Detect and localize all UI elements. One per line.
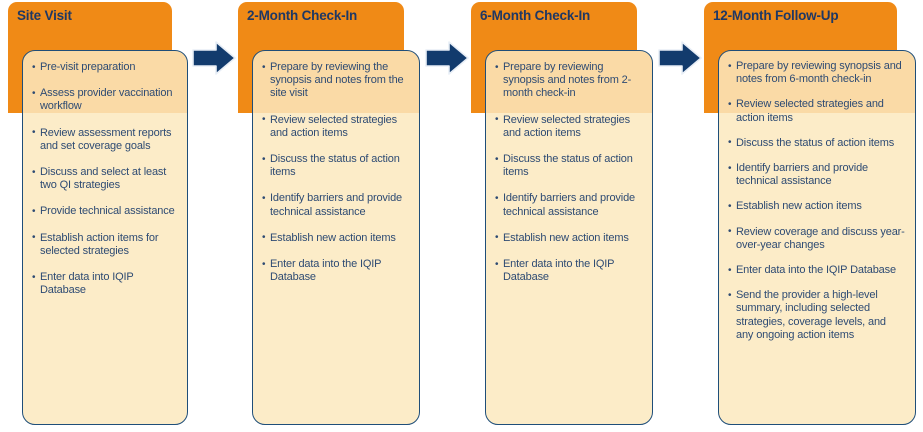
stage-title: Site Visit — [17, 8, 72, 23]
stage-title: 6-Month Check-In — [480, 8, 591, 23]
list-item: Enter data into the IQIP Database — [728, 264, 906, 277]
list-item: Review assessment reports and set covera… — [32, 126, 178, 153]
stage-bullet-list: Pre-visit preparation Assess provider va… — [32, 60, 178, 297]
stage-title: 12-Month Follow-Up — [713, 8, 839, 23]
list-item: Review selected strategies and action it… — [728, 98, 906, 124]
list-item: Enter data into IQIP Database — [32, 271, 178, 297]
stage-12-month-follow-up: 12-Month Follow-Up Prepare by reviewing … — [704, 0, 916, 432]
list-item: Identify barriers and provide technical … — [728, 162, 906, 188]
list-item: Identify barriers and provide technical … — [262, 192, 410, 218]
arrow-right-icon — [425, 41, 469, 75]
list-item: Prepare by reviewing synopsis and notes … — [495, 61, 643, 101]
stage-title: 2-Month Check-In — [247, 8, 358, 23]
list-item: Discuss the status of action items — [495, 153, 643, 179]
list-item: Pre-visit preparation — [32, 60, 178, 74]
list-item: Assess provider vaccination workflow — [32, 87, 178, 113]
list-item: Review selected strategies and action it… — [262, 113, 410, 140]
stage-body-2-month-check-in: Prepare by reviewing the synopsis and no… — [252, 50, 420, 425]
list-item: Establish action items for selected stra… — [32, 231, 178, 258]
stage-body-6-month-check-in: Prepare by reviewing synopsis and notes … — [485, 50, 653, 425]
list-item: Prepare by reviewing the synopsis and no… — [262, 61, 410, 101]
stage-site-visit: Site Visit Pre-visit preparation Assess … — [8, 0, 188, 432]
list-item: Establish new action items — [262, 231, 410, 245]
stage-2-month-check-in: 2-Month Check-In Prepare by reviewing th… — [238, 0, 420, 432]
list-item: Enter data into the IQIP Database — [262, 258, 410, 284]
arrow-right-icon — [658, 41, 702, 75]
arrow-right-icon — [192, 41, 236, 75]
stage-bullet-list: Prepare by reviewing synopsis and notes … — [728, 59, 906, 342]
list-item: Send the provider a high-level summary, … — [728, 289, 906, 342]
list-item: Enter data into the IQIP Database — [495, 258, 643, 284]
list-item: Review coverage and discuss year-over-ye… — [728, 225, 906, 252]
list-item: Discuss the status of action items — [262, 153, 410, 179]
list-item: Establish new action items — [728, 200, 906, 213]
stage-bullet-list: Prepare by reviewing the synopsis and no… — [262, 61, 410, 284]
stage-body-site-visit: Pre-visit preparation Assess provider va… — [22, 50, 188, 425]
connector-arrow-3 — [658, 40, 702, 76]
list-item: Provide technical assistance — [32, 205, 178, 218]
list-item: Discuss and select at least two QI strat… — [32, 166, 178, 192]
list-item: Identify barriers and provide technical … — [495, 192, 643, 218]
list-item: Establish new action items — [495, 231, 643, 245]
list-item: Review selected strategies and action it… — [495, 113, 643, 140]
stage-body-12-month-follow-up: Prepare by reviewing synopsis and notes … — [718, 50, 916, 425]
stage-6-month-check-in: 6-Month Check-In Prepare by reviewing sy… — [471, 0, 653, 432]
stage-bullet-list: Prepare by reviewing synopsis and notes … — [495, 61, 643, 284]
list-item: Prepare by reviewing synopsis and notes … — [728, 59, 906, 86]
connector-arrow-1 — [192, 40, 236, 76]
connector-arrow-2 — [425, 40, 469, 76]
list-item: Discuss the status of action items — [728, 136, 906, 150]
